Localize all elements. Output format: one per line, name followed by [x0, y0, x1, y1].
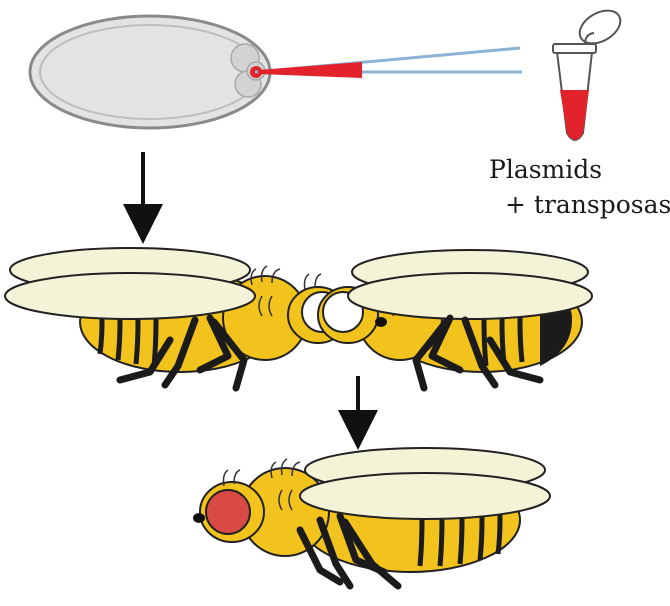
fly-white-eye-right-icon — [318, 250, 592, 388]
microcentrifuge-tube-icon — [553, 4, 626, 140]
plasmids-label: Plasmids — [489, 155, 602, 184]
fly-white-eye-left-icon — [5, 248, 354, 388]
injection-needle-icon — [255, 48, 522, 78]
embryo-egg-icon — [30, 16, 270, 128]
transposase-label: + transposase — [505, 190, 670, 219]
fly-red-eye-offspring-icon — [193, 448, 550, 586]
fly-right-proboscis — [375, 317, 387, 327]
